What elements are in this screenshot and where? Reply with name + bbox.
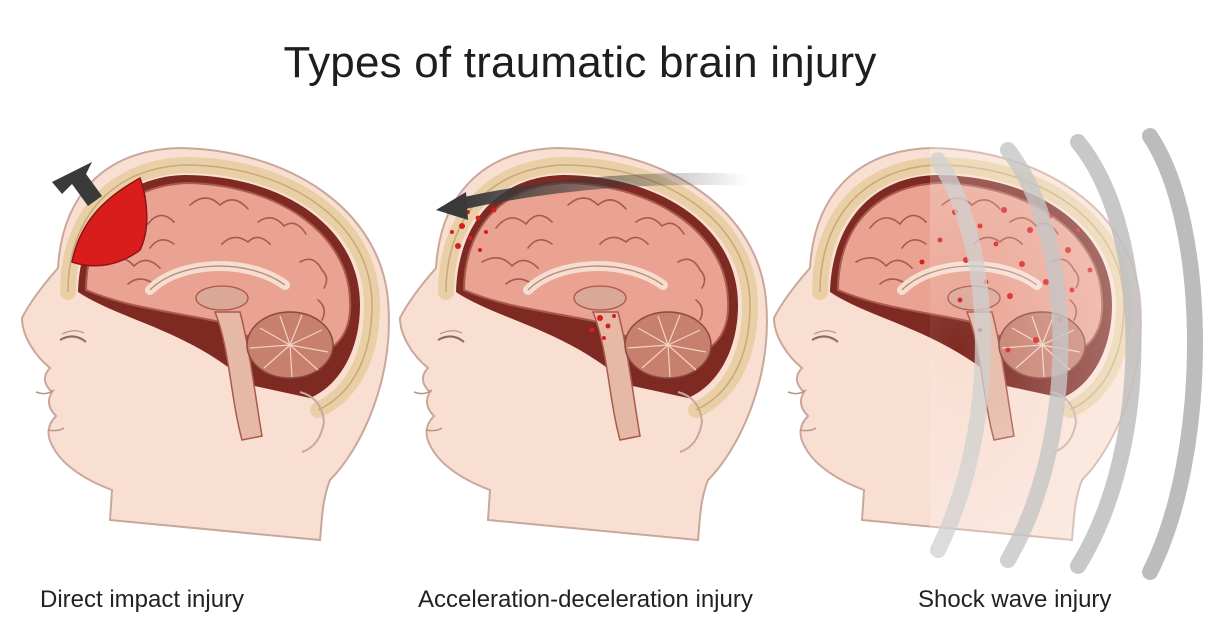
- panel-direct-impact: [22, 148, 389, 540]
- caption-direct-impact: Direct impact injury: [40, 586, 244, 614]
- caption-shock-wave: Shock wave injury: [918, 586, 1111, 614]
- panel-acceleration-deceleration: [400, 148, 767, 540]
- panel-shock-wave: [774, 136, 1212, 572]
- shock-wave-icon: [930, 136, 1212, 572]
- caption-acceleration-deceleration: Acceleration-deceleration injury: [418, 586, 753, 614]
